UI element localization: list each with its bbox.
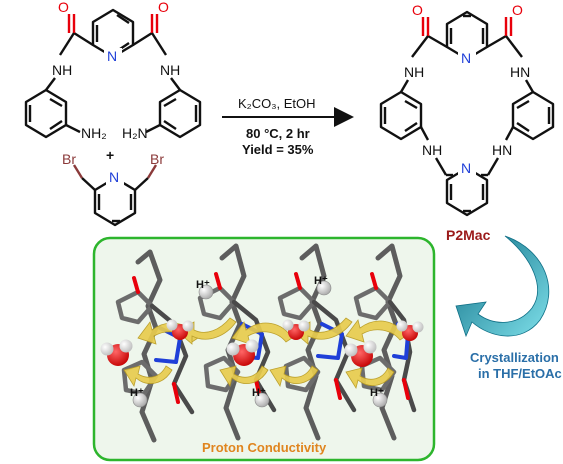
water-molecule xyxy=(166,319,194,340)
reactant-dibromide xyxy=(72,164,158,227)
atom-oxygen: O xyxy=(158,0,169,15)
proton-sphere xyxy=(132,392,148,408)
atom-nh2: NH₂ xyxy=(81,125,107,141)
water-molecule xyxy=(282,319,310,340)
product-label: P2Mac xyxy=(446,227,491,243)
atom-nh: NH xyxy=(52,62,72,78)
plus-sign: + xyxy=(106,147,114,163)
proton-label: H⁺ xyxy=(314,275,328,287)
atom-nitrogen: N xyxy=(107,48,117,64)
water-molecule xyxy=(100,339,133,366)
atom-nh2: H₂N xyxy=(122,125,148,141)
atom-nitrogen: N xyxy=(461,50,471,66)
atom-nitrogen: N xyxy=(109,169,119,185)
proton-sphere xyxy=(198,284,214,300)
crystallization-solvent: in THF/EtOAc xyxy=(478,366,562,381)
proton-label: H⁺ xyxy=(130,387,144,399)
proton-sphere xyxy=(316,280,332,296)
product-macrocycle xyxy=(379,10,555,217)
atom-oxygen: O xyxy=(412,2,423,18)
atom-nh: NH xyxy=(160,62,180,78)
condition-label: 80 °C, 2 hr xyxy=(246,126,310,141)
reactant-diamide xyxy=(24,8,202,139)
protons: H⁺ H⁺ H⁺ H⁺ H⁺ xyxy=(130,275,388,408)
atom-bromine: Br xyxy=(62,151,76,167)
proton-sphere xyxy=(372,392,388,408)
atom-hn: HN xyxy=(492,142,512,158)
crystallization-arrow xyxy=(455,235,550,338)
proton-label: H⁺ xyxy=(370,387,384,399)
proton-label: H⁺ xyxy=(252,387,266,399)
atom-nh: NH xyxy=(422,142,442,158)
water-molecule xyxy=(226,339,259,366)
water-molecules xyxy=(100,319,424,367)
water-molecule xyxy=(344,340,377,367)
reagent-label: K₂CO₃, EtOH xyxy=(238,96,316,111)
proton-label: H⁺ xyxy=(196,279,210,291)
atom-oxygen: O xyxy=(58,0,69,15)
atom-nh: NH xyxy=(404,64,424,80)
proton-sphere xyxy=(254,392,270,408)
crystallization-label: Crystallization xyxy=(470,350,559,365)
panel-title: Proton Conductivity xyxy=(202,440,327,455)
atom-hn: HN xyxy=(510,64,530,80)
yield-label: Yield = 35% xyxy=(242,142,314,157)
water-molecule xyxy=(396,320,424,341)
atom-nitrogen: N xyxy=(461,160,471,176)
atom-bromine: Br xyxy=(150,151,164,167)
atom-oxygen: O xyxy=(512,2,523,18)
